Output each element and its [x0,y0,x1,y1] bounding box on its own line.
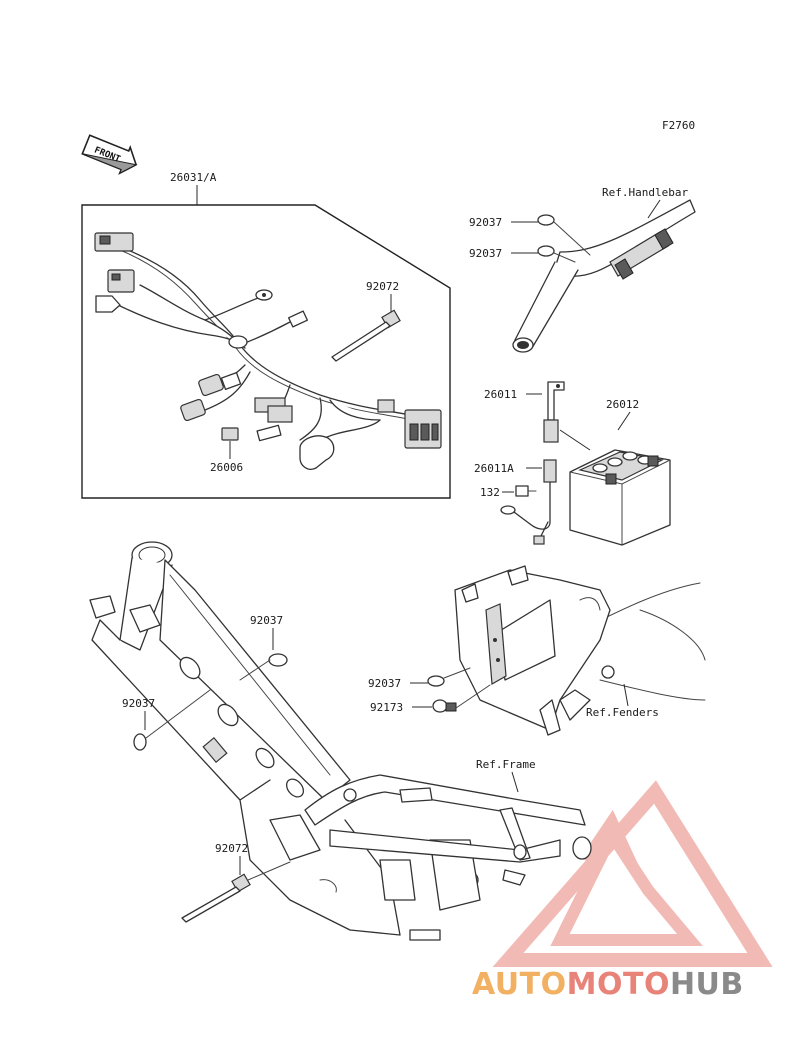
label-clamp-fender: 92037 [368,677,401,690]
front-arrow-icon: FRONT [81,134,138,175]
label-clamp-frame-right: 92037 [250,614,283,627]
frame-drawing [89,541,592,941]
label-cap: 26006 [210,461,243,474]
clip-fender-icon [432,684,491,713]
bolt-icon [515,485,537,497]
label-band-upper: 92072 [366,280,399,293]
label-bolt: 132 [480,486,500,499]
lead-negative-icon [500,459,557,545]
ref-handlebar: Ref.Handlebar [602,186,688,199]
clamp-frame-right-icon [239,653,288,681]
label-clip-fender: 92173 [370,701,403,714]
clamp-hb-top-icon [537,214,591,256]
label-band-lower: 92072 [215,842,248,855]
ref-frame: Ref.Frame [476,758,536,771]
label-harness: 26031/A [170,171,217,184]
lead-positive-icon [543,381,565,443]
watermark-moto: MOTO [567,967,670,1002]
watermark-hub: HUB [670,967,744,1002]
handlebar-drawing [512,199,696,353]
watermark-text: AUTOMOTOHUB [472,967,744,1002]
label-clamp-hb-top: 92037 [469,216,502,229]
fenders-drawing [454,565,706,736]
harness-box [81,204,451,499]
label-clamp-frame-left: 92037 [122,697,155,710]
clamp-frame-left-icon [133,689,211,751]
clamp-hb-bottom-icon [537,245,576,263]
clamp-fender-icon [427,667,471,687]
cable-band-lower-icon [181,861,291,923]
label-battery: 26012 [606,398,639,411]
label-lead-positive: 26011 [484,388,517,401]
watermark-auto: AUTO [472,967,567,1002]
svg-text:AUTOMOTOHUB: AUTOMOTOHUB [472,967,744,1002]
label-lead-negative: 26011A [474,462,514,475]
label-clamp-hb-bottom: 92037 [469,247,502,260]
cable-band-upper-icon [331,309,401,362]
wiring-harness-drawing [94,232,442,470]
figure-code: F2760 [662,119,695,132]
battery-icon [569,449,671,546]
ref-fenders: Ref.Fenders [586,706,659,719]
watermark-logo-icon [492,780,773,967]
